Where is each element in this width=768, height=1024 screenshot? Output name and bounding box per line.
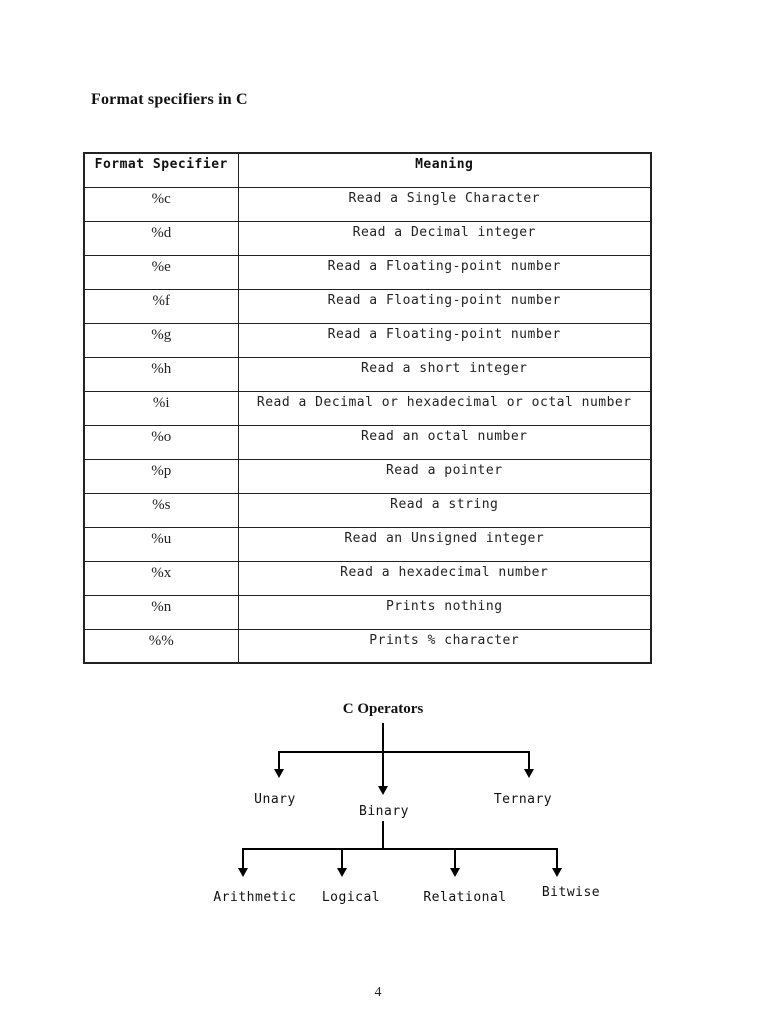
arrow-down-icon xyxy=(337,868,347,877)
specifier-cell: %d xyxy=(83,220,239,256)
meaning-cell: Read a short integer xyxy=(237,356,652,392)
table-header-row: Format Specifier Meaning xyxy=(83,152,652,188)
diagram-title: C Operators xyxy=(342,701,424,717)
connector-line xyxy=(242,848,244,869)
connector-line xyxy=(382,751,384,787)
connector-line xyxy=(382,723,384,753)
specifier-cell: %o xyxy=(83,424,239,460)
meaning-cell: Read a hexadecimal number xyxy=(237,560,652,596)
connector-line xyxy=(454,848,456,869)
connector-line xyxy=(278,751,530,753)
arrow-down-icon xyxy=(552,868,562,877)
node-relational: Relational xyxy=(423,890,507,905)
specifier-cell: %c xyxy=(83,186,239,222)
meaning-cell: Read a Floating-point number xyxy=(237,254,652,290)
node-unary: Unary xyxy=(254,792,296,807)
meaning-cell: Read a Decimal integer xyxy=(237,220,652,256)
meaning-cell: Read a Floating-point number xyxy=(237,322,652,358)
specifier-cell: %i xyxy=(83,390,239,426)
page-title: Format specifiers in C xyxy=(91,91,248,108)
connector-line xyxy=(528,751,530,770)
arrow-down-icon xyxy=(238,868,248,877)
specifier-cell: %x xyxy=(83,560,239,596)
connector-line xyxy=(556,848,558,869)
meaning-cell: Read a Single Character xyxy=(237,186,652,222)
specifier-cell: %s xyxy=(83,492,239,528)
specifier-cell: %p xyxy=(83,458,239,494)
specifier-cell: %u xyxy=(83,526,239,562)
node-ternary: Ternary xyxy=(493,792,553,807)
specifier-cell: %g xyxy=(83,322,239,358)
meaning-cell: Read an octal number xyxy=(237,424,652,460)
meaning-cell: Read an Unsigned integer xyxy=(237,526,652,562)
meaning-cell: Prints nothing xyxy=(237,594,652,630)
connector-line xyxy=(341,848,343,869)
specifier-cell: %% xyxy=(83,628,239,664)
specifier-cell: %n xyxy=(83,594,239,630)
column-header-meaning: Meaning xyxy=(237,152,652,188)
page-number: 4 xyxy=(374,985,382,1000)
arrow-down-icon xyxy=(524,769,534,778)
specifier-cell: %f xyxy=(83,288,239,324)
node-binary: Binary xyxy=(359,804,409,819)
arrow-down-icon xyxy=(274,769,284,778)
meaning-cell: Read a Floating-point number xyxy=(237,288,652,324)
specifier-cell: %e xyxy=(83,254,239,290)
node-arithmetic: Arithmetic xyxy=(213,890,297,905)
meaning-cell: Read a string xyxy=(237,492,652,528)
connector-line xyxy=(242,848,558,850)
meaning-cell: Prints % character xyxy=(237,628,652,664)
meaning-cell: Read a pointer xyxy=(237,458,652,494)
arrow-down-icon xyxy=(450,868,460,877)
node-bitwise: Bitwise xyxy=(541,885,601,900)
connector-line xyxy=(382,821,384,850)
meaning-cell: Read a Decimal or hexadecimal or octal n… xyxy=(237,390,652,426)
table-row: %%Prints % character xyxy=(83,628,652,664)
connector-line xyxy=(278,751,280,770)
specifier-cell: %h xyxy=(83,356,239,392)
arrow-down-icon xyxy=(378,786,388,795)
node-logical: Logical xyxy=(321,890,381,905)
column-header-format-specifier: Format Specifier xyxy=(83,152,239,188)
